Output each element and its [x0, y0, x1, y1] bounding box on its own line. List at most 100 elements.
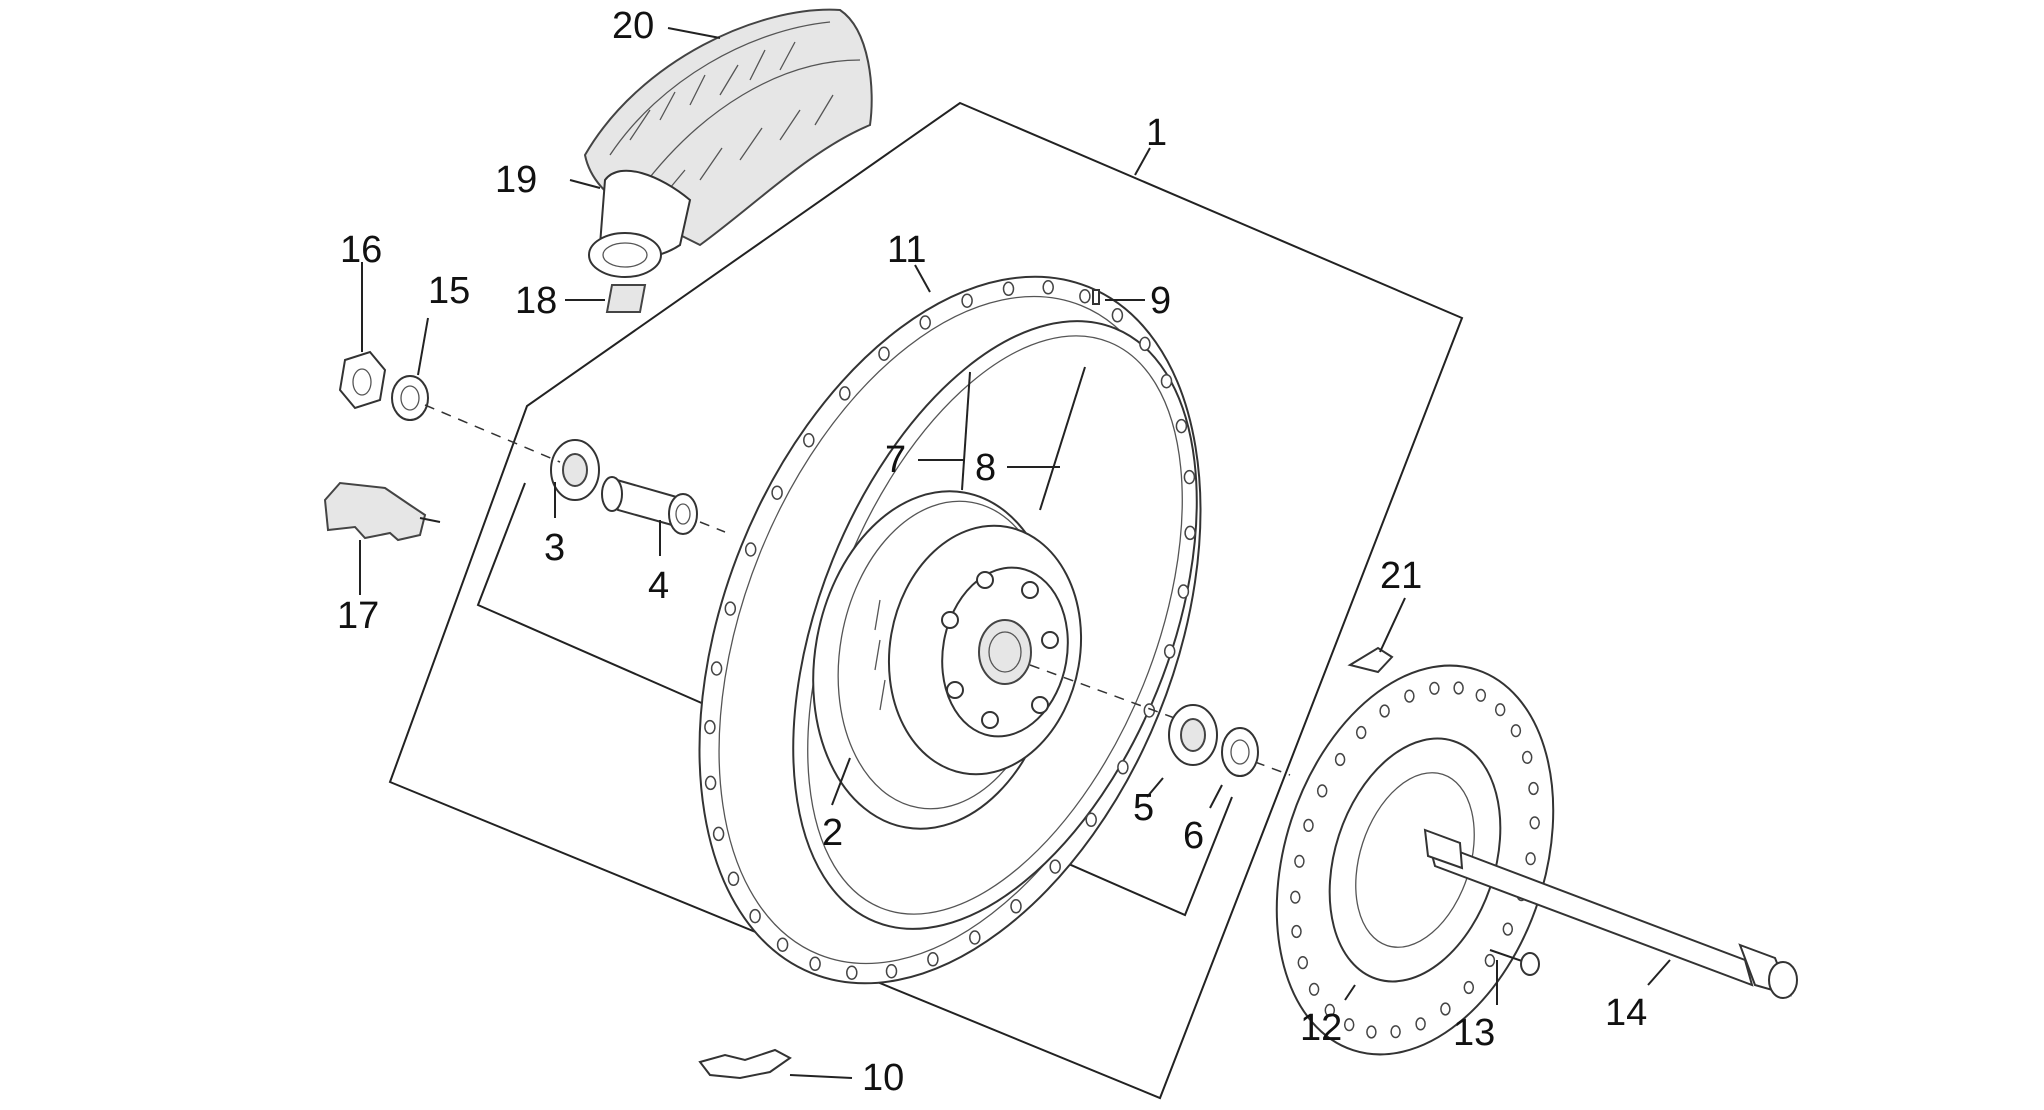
disc-hole-5 — [1415, 1017, 1426, 1031]
rim-hole-7 — [885, 963, 898, 979]
rim-hole-25 — [1002, 281, 1015, 297]
spacer-6-part — [1221, 727, 1259, 777]
disc-hole-11 — [1297, 956, 1309, 970]
disc-hole-18 — [1355, 725, 1367, 740]
callout-15: 15 — [428, 270, 470, 312]
nipple-part — [1092, 289, 1100, 305]
shim-21-part — [1347, 646, 1394, 674]
disc-hole-23 — [1475, 688, 1487, 702]
rim-hole-18 — [744, 542, 757, 557]
disc-hole-3 — [1463, 980, 1475, 995]
axis-line-left — [424, 404, 561, 463]
disc-hole-26 — [1521, 750, 1533, 765]
rim-hole-11 — [749, 908, 761, 924]
disc-hole-16 — [1316, 784, 1328, 798]
rim-hole-9 — [809, 956, 821, 972]
brake-disc-12-part — [1275, 664, 1555, 1056]
disc-hole-12 — [1291, 924, 1302, 939]
rim-hole-10 — [776, 937, 789, 952]
disc-hole-22 — [1453, 681, 1464, 695]
disc-hole-2 — [1484, 953, 1496, 968]
rim-hole-34 — [1177, 584, 1190, 599]
axis-line-right — [1029, 664, 1181, 721]
disc-hole-28 — [1529, 816, 1540, 830]
rim-hole-31 — [1175, 418, 1188, 434]
rim-hole-26 — [1042, 280, 1054, 295]
rim-hole-3 — [1049, 859, 1061, 874]
balance-weight-10-part — [698, 1048, 792, 1080]
rim-hole-8 — [846, 965, 858, 980]
rim-hole-5 — [969, 930, 981, 945]
bearing-5-part — [1168, 704, 1218, 766]
rim-hole-1 — [1117, 760, 1129, 775]
callout-3: 3 — [544, 527, 565, 569]
spoke-8-part — [1039, 366, 1086, 511]
disc-hole-15 — [1303, 818, 1314, 833]
leader-lines — [359, 27, 1671, 1079]
rim-hole-17 — [724, 601, 737, 616]
callout-10: 10 — [862, 1057, 904, 1099]
disc-hole-24 — [1494, 703, 1506, 717]
disc-hole-27 — [1528, 781, 1539, 796]
disc-hole-7 — [1366, 1025, 1377, 1039]
hub-part — [812, 490, 1083, 830]
rim-spoke-holes — [704, 280, 1196, 980]
callout-labels: 1 2 3 4 5 6 7 8 9 10 11 12 13 14 15 16 1… — [337, 5, 1647, 1099]
callout-14: 14 — [1605, 992, 1647, 1034]
rim-hole-13 — [712, 826, 725, 842]
bolt-13-part — [1489, 949, 1540, 976]
rim-hole-32 — [1183, 469, 1196, 485]
rim-hole-33 — [1184, 525, 1196, 541]
axis-line-left-2 — [699, 521, 726, 533]
disc-hole-19 — [1379, 704, 1390, 718]
callout-20: 20 — [612, 5, 654, 47]
rim-hole-27 — [1079, 288, 1091, 304]
rim-hole-2 — [1085, 812, 1097, 828]
valve-part — [605, 284, 647, 313]
rim-hole-29 — [1139, 336, 1151, 352]
callout-2: 2 — [822, 812, 843, 854]
rim-hole-24 — [961, 293, 973, 308]
rim-hole-20 — [803, 432, 815, 448]
disc-hole-9 — [1324, 1003, 1336, 1017]
inner-tube-part — [588, 169, 692, 278]
disc-hole-25 — [1510, 724, 1522, 738]
spacer-tube-4-part — [601, 476, 698, 535]
callout-19: 19 — [495, 159, 537, 201]
callout-6: 6 — [1183, 815, 1204, 857]
disc-hole-8 — [1343, 1018, 1355, 1032]
axle-14-part — [1423, 828, 1798, 999]
callout-17: 17 — [337, 595, 379, 637]
rim-hole-30 — [1160, 373, 1173, 389]
disc-hole-14 — [1294, 854, 1305, 868]
rim-hole-21 — [839, 386, 851, 401]
disc-hole-10 — [1308, 982, 1320, 996]
rim-hole-15 — [704, 719, 716, 735]
callout-12: 12 — [1300, 1007, 1342, 1049]
speedo-drive-17-part — [323, 481, 441, 542]
callout-21: 21 — [1380, 555, 1422, 597]
callout-7: 7 — [885, 439, 906, 481]
callout-1: 1 — [1146, 112, 1167, 154]
rim-hole-35 — [1163, 644, 1176, 659]
disc-hole-1 — [1502, 922, 1514, 936]
nut-16-part — [338, 350, 387, 410]
spoke-7-part — [961, 371, 971, 491]
callout-8: 8 — [975, 447, 996, 489]
disc-hole-17 — [1334, 752, 1346, 767]
callout-9: 9 — [1150, 280, 1171, 322]
rim-hole-4 — [1010, 899, 1022, 914]
disc-hole-20 — [1404, 689, 1415, 703]
disc-hole-13 — [1290, 890, 1301, 904]
rim-hole-22 — [878, 346, 890, 361]
rim-hole-16 — [710, 661, 723, 676]
disc-hole-4 — [1440, 1002, 1451, 1016]
disc-hole-6 — [1390, 1025, 1401, 1039]
rim-hole-19 — [771, 485, 783, 500]
callout-13: 13 — [1453, 1012, 1495, 1054]
rim-hole-14 — [704, 775, 717, 791]
rim-hole-6 — [927, 952, 939, 967]
bearing-3-part — [550, 439, 600, 501]
